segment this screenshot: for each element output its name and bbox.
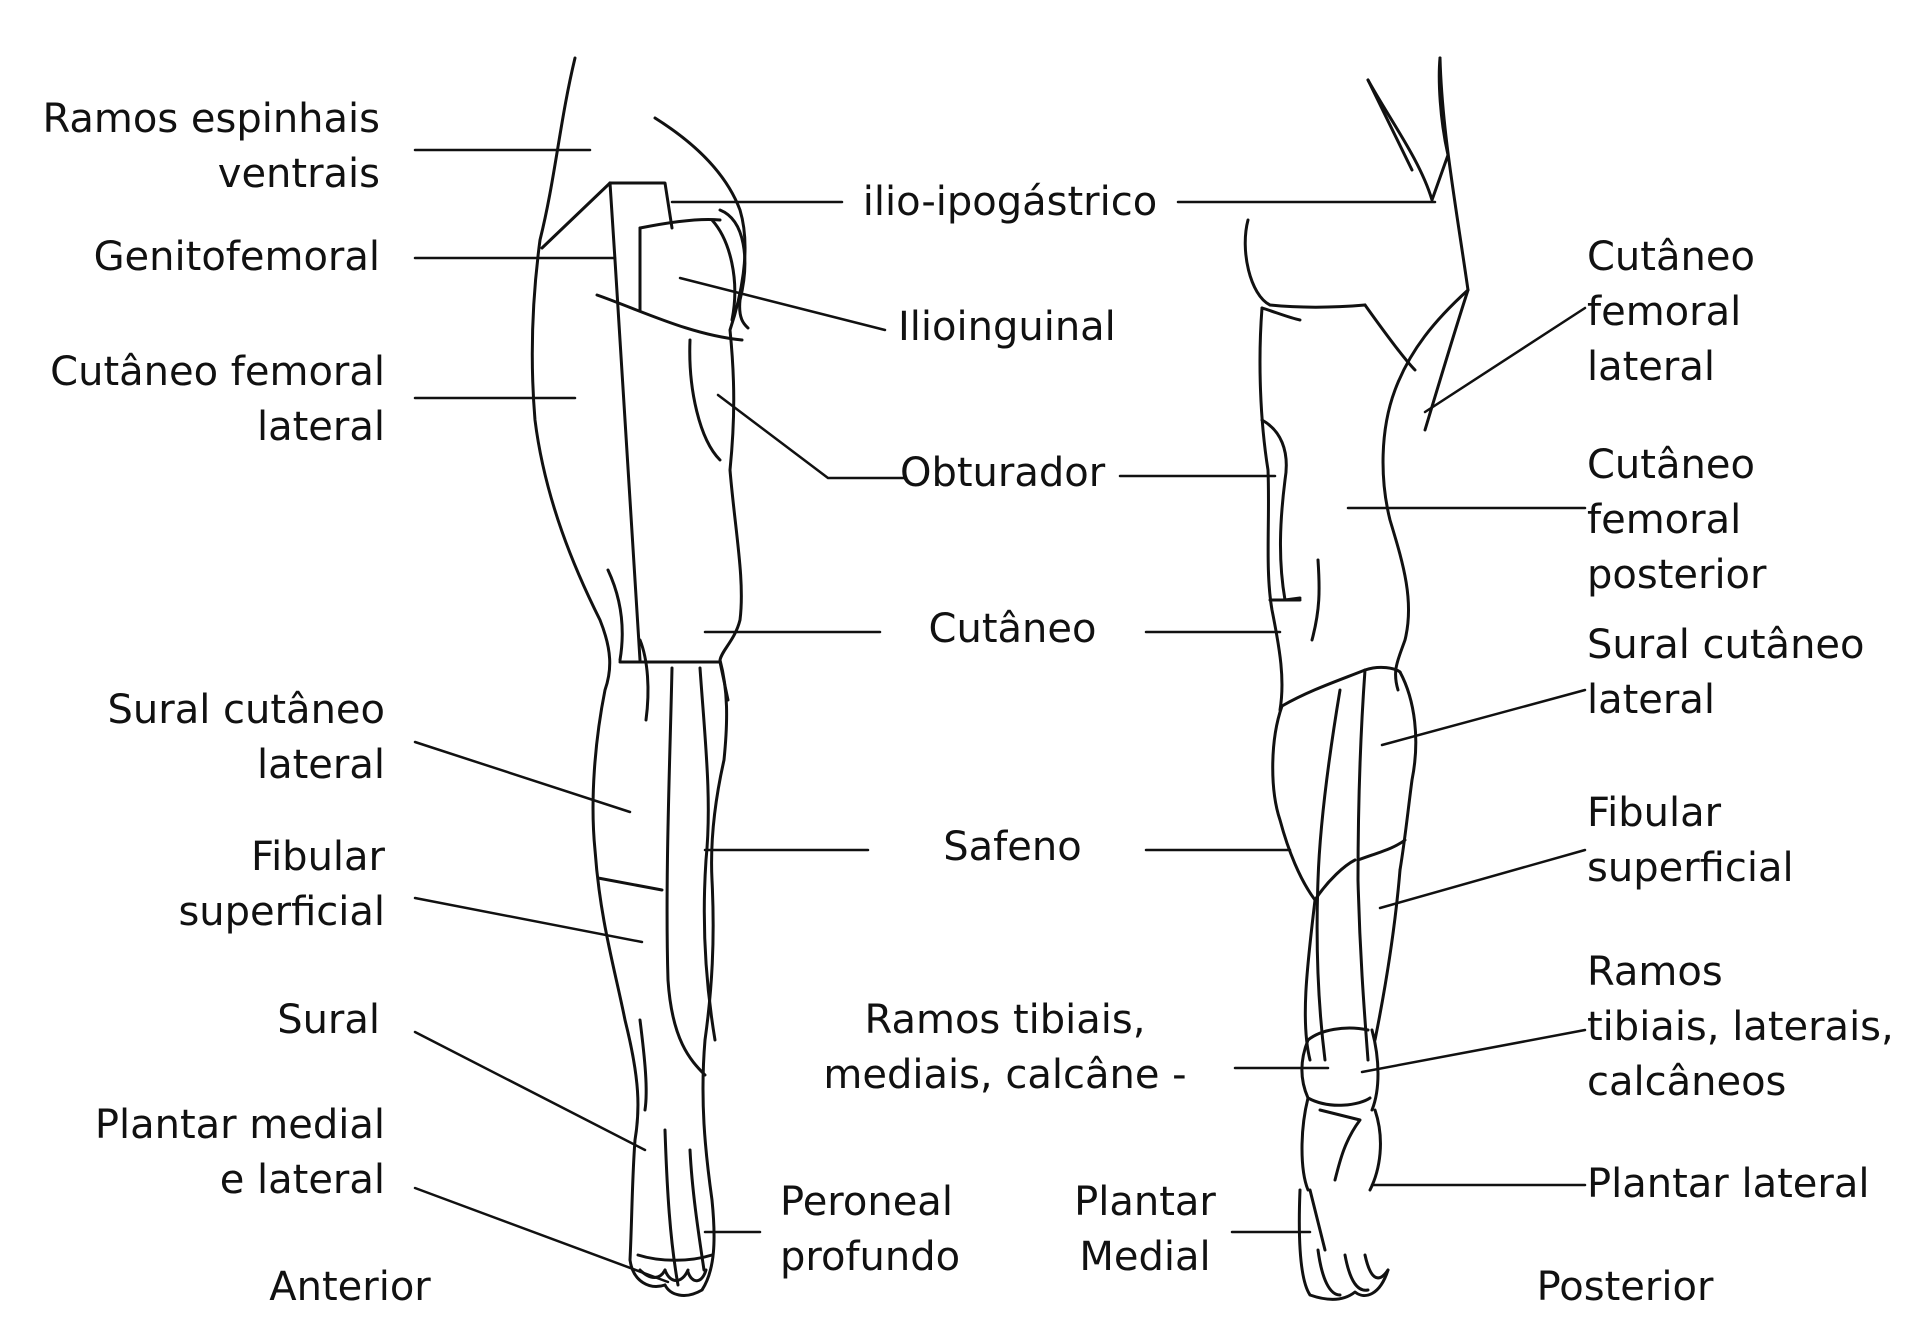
caption-anterior: Anterior <box>269 1264 431 1310</box>
leader-obturador <box>716 393 907 480</box>
label-obturador: Obturador <box>900 450 1106 496</box>
leader-plantar-medial-lateral-ant <box>413 1186 670 1284</box>
leader-fibular-superficial-ant <box>413 896 644 944</box>
label-cutaneo: Cutâneo <box>928 606 1097 652</box>
label-plantar-medial-lateral: Plantar medial e lateral <box>94 1102 385 1203</box>
label-fibular-superficial-anterior: Fibular superficial <box>178 834 385 935</box>
label-sural-anterior: Sural <box>277 997 380 1043</box>
label-ramos-tibiais-mediais-calcaneos: Ramos tibiais, mediais, calcâne - <box>823 997 1187 1098</box>
leader-ilioinguinal <box>678 276 887 332</box>
label-plantar-medial: Plantar Medial <box>1074 1179 1216 1280</box>
leader-sural-ant <box>413 1030 647 1152</box>
label-cutaneo-femoral-lateral-posterior: Cutâneo femoral lateral <box>1587 234 1755 390</box>
label-cutaneo-femoral-posterior: Cutâneo femoral posterior <box>1587 442 1767 598</box>
label-peroneal-profundo: Peroneal profundo <box>780 1179 961 1280</box>
label-ramos-tibiais-laterais-calcaneos: Ramos tibiais, laterais, calcâneos <box>1587 949 1894 1105</box>
label-genitofemoral: Genitofemoral <box>93 234 380 280</box>
leader-lines <box>413 148 1587 1284</box>
leader-fibular-superficial-post <box>1378 848 1587 910</box>
leader-ramos-tibiais-laterais <box>1360 1028 1587 1074</box>
leader-cutaneo-femoral-lateral-post <box>1423 306 1587 414</box>
label-sural-cutaneo-lateral-posterior: Sural cutâneo lateral <box>1587 622 1865 723</box>
label-plantar-lateral: Plantar lateral <box>1587 1161 1870 1207</box>
leader-sural-cutaneo-lateral-post <box>1380 688 1587 747</box>
label-fibular-superficial-posterior: Fibular superficial <box>1587 790 1794 891</box>
label-sural-cutaneo-lateral-anterior: Sural cutâneo lateral <box>107 687 386 788</box>
posterior-leg-outline <box>1243 56 1470 1301</box>
label-ilioinguinal: Ilioinguinal <box>898 304 1116 350</box>
leader-sural-cutaneo-lateral-ant <box>413 740 632 814</box>
anterior-leg-outline <box>530 56 750 1297</box>
caption-posterior: Posterior <box>1536 1264 1714 1310</box>
label-ramos-espinhais-ventrais: Ramos espinhais ventrais <box>42 96 380 197</box>
label-safeno: Safeno <box>943 824 1082 870</box>
label-ilio-ipogastrico: ilio-ipogástrico <box>862 179 1158 225</box>
label-cutaneo-femoral-lateral-anterior: Cutâneo femoral lateral <box>50 349 385 450</box>
